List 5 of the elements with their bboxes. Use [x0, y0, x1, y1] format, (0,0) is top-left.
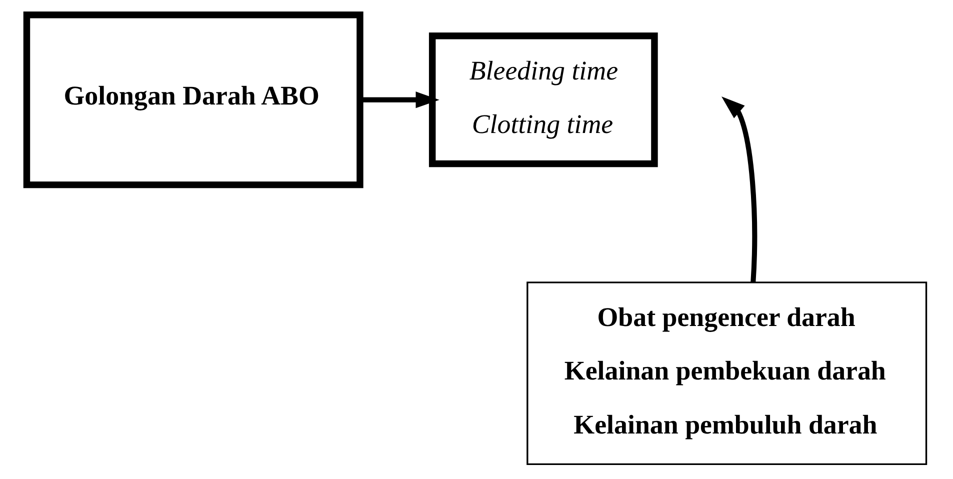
- node-box: Golongan Darah ABO: [23, 11, 364, 188]
- node-box: Bleeding time Clotting time: [428, 32, 658, 168]
- arrow: [360, 92, 440, 108]
- node-box: Obat pengencer darah Kelainan pembekuan darah Kelainan pembuluh darah: [526, 282, 928, 466]
- arrow: [721, 96, 758, 282]
